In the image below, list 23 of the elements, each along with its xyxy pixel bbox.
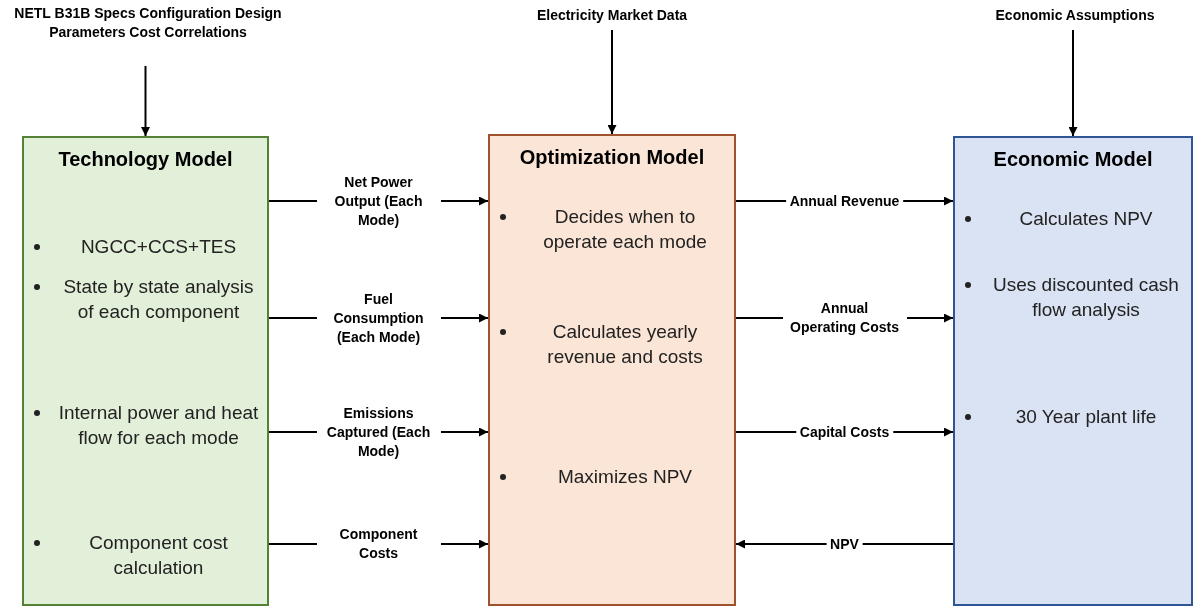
edge-label: Annual Operating Costs bbox=[782, 299, 907, 337]
bullet-text: Internal power and heat flow for each mode bbox=[58, 401, 259, 450]
bullet-text: Component cost calculation bbox=[88, 531, 229, 580]
bullet-text: Calculates NPV bbox=[1018, 207, 1154, 231]
model-box bbox=[953, 136, 1193, 606]
model-title: Economic Model bbox=[992, 148, 1154, 171]
arrow bbox=[607, 29, 617, 135]
arrow bbox=[141, 65, 150, 137]
bullet-text: NGCC+CCS+TES bbox=[79, 235, 238, 259]
bullet-text: Calculates yearly revenue and costs bbox=[546, 320, 704, 369]
model-title: Optimization Model bbox=[518, 146, 706, 169]
arrow bbox=[1068, 29, 1078, 137]
bullet-text: Uses discounted cash flow analysis bbox=[992, 273, 1180, 322]
model-box bbox=[488, 134, 736, 606]
bullet-text: Maximizes NPV bbox=[556, 465, 694, 489]
input-text: Electricity Market Data bbox=[462, 6, 762, 28]
input-text: Economic Assumptions bbox=[930, 6, 1193, 28]
input-text: NETL B31B Specs Configuration Design Parameters Cost Correlations bbox=[0, 4, 296, 64]
bullet-text: State by state analysis of each component bbox=[62, 275, 255, 324]
model-box bbox=[22, 136, 269, 606]
model-title: Technology Model bbox=[57, 148, 234, 171]
bullet-text: 30 Year plant life bbox=[1014, 405, 1158, 429]
bullet-text: Decides when to operate each mode bbox=[542, 205, 708, 254]
